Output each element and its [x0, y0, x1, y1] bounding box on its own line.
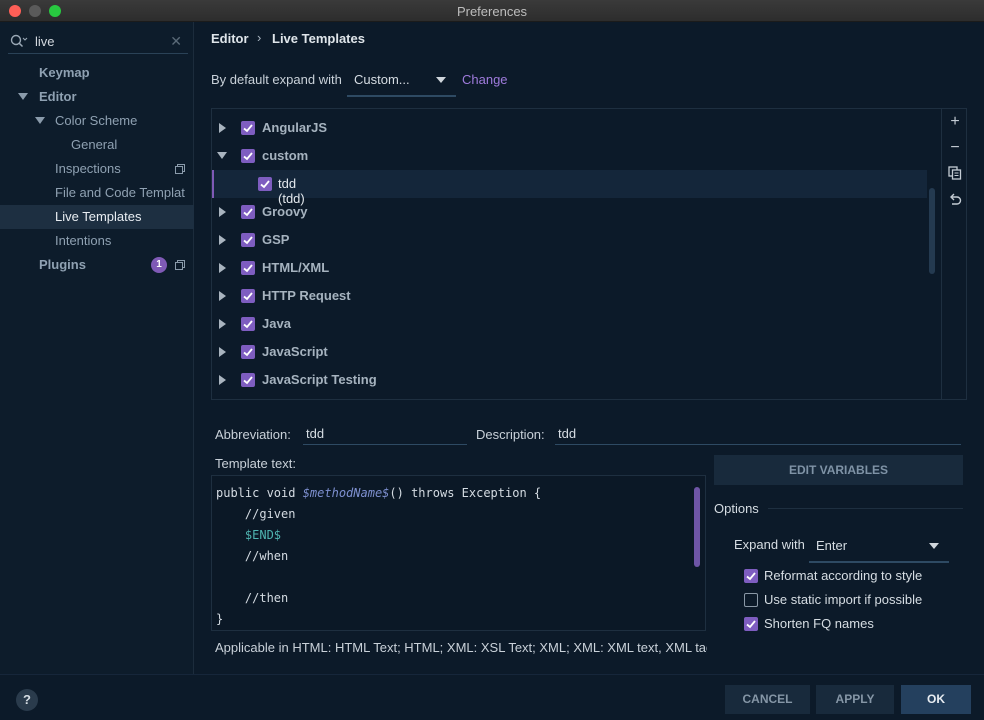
tree-group-javascript-testing[interactable]: JavaScript Testing	[212, 366, 927, 394]
title-bar: Preferences	[0, 0, 984, 22]
checkbox-tdd[interactable]	[258, 177, 272, 191]
default-expand-label: By default expand with	[211, 72, 342, 87]
sidebar-item-live-templates[interactable]: Live Templates	[0, 205, 194, 229]
search-icon	[10, 34, 28, 48]
applicable-contexts[interactable]: Applicable in HTML: HTML Text; HTML; XML…	[215, 640, 707, 655]
tree-group-custom[interactable]: custom	[212, 142, 927, 170]
sidebar-item-editor[interactable]: Editor	[0, 85, 194, 109]
plugins-badge: 1	[151, 257, 167, 273]
template-text-editor[interactable]: public void $methodName$() throws Except…	[211, 475, 706, 631]
expand-arrow-icon[interactable]	[219, 235, 226, 245]
tree-group-groovy[interactable]: Groovy	[212, 198, 927, 226]
tree-group-gsp[interactable]: GSP	[212, 226, 927, 254]
zoom-window-button[interactable]	[49, 5, 61, 17]
cancel-button[interactable]: CANCEL	[725, 685, 810, 714]
sidebar-item-keymap[interactable]: Keymap	[39, 65, 90, 80]
expand-arrow-icon[interactable]	[18, 93, 28, 100]
footer-divider	[0, 674, 984, 675]
revert-icon[interactable]	[948, 192, 962, 206]
description-field[interactable]: tdd	[555, 423, 961, 445]
expand-with-select[interactable]: Enter	[809, 532, 949, 563]
expand-with-label: Expand with	[734, 537, 805, 552]
minimize-window-button[interactable]	[29, 5, 41, 17]
add-icon[interactable]: +	[950, 113, 960, 130]
checkbox-javascript[interactable]	[241, 345, 255, 359]
template-tree: AngularJS custom tdd (tdd) Groovy GSP HT…	[211, 108, 967, 400]
description-label: Description:	[476, 427, 545, 442]
sidebar-item-file-and-code-templates[interactable]: File and Code Templat	[55, 185, 185, 200]
checkbox-shorten-fq[interactable]	[744, 617, 758, 631]
sidebar-item-plugins[interactable]: Plugins 1	[0, 253, 194, 277]
expand-arrow-icon[interactable]	[219, 291, 226, 301]
change-link[interactable]: Change	[462, 72, 508, 87]
copy-icon[interactable]	[948, 166, 962, 180]
options-title: Options	[714, 501, 759, 516]
project-settings-icon	[175, 164, 185, 174]
apply-button[interactable]: APPLY	[816, 685, 894, 714]
window-title: Preferences	[456, 4, 528, 19]
collapse-arrow-icon[interactable]	[217, 152, 227, 159]
default-expand-select[interactable]: Custom...	[347, 66, 456, 97]
expand-arrow-icon[interactable]	[219, 375, 226, 385]
edit-variables-button[interactable]: EDIT VARIABLES	[714, 455, 963, 485]
checkbox-html-xml[interactable]	[241, 261, 255, 275]
tree-group-javascript[interactable]: JavaScript	[212, 338, 927, 366]
abbreviation-field[interactable]: tdd	[303, 423, 467, 445]
editor-scrollbar[interactable]	[694, 487, 700, 567]
dropdown-caret-icon	[436, 77, 446, 83]
checkbox-angularjs[interactable]	[241, 121, 255, 135]
checkbox-gsp[interactable]	[241, 233, 255, 247]
expand-arrow-icon[interactable]	[219, 123, 226, 133]
checkbox-reformat[interactable]	[744, 569, 758, 583]
dropdown-caret-icon	[929, 543, 939, 549]
sidebar-item-general[interactable]: General	[71, 137, 118, 152]
tree-group-java[interactable]: Java	[212, 310, 927, 338]
help-button[interactable]: ?	[16, 689, 38, 711]
tree-scrollbar[interactable]	[929, 188, 935, 274]
search-input[interactable]: live	[35, 34, 55, 49]
project-settings-icon	[175, 260, 185, 270]
clear-search-icon[interactable]: ✕	[170, 33, 182, 49]
abbreviation-label: Abbreviation:	[215, 427, 291, 442]
ok-button[interactable]: OK	[901, 685, 971, 714]
sidebar-item-color-scheme[interactable]: Color Scheme	[0, 109, 194, 133]
tree-toolbar: + −	[941, 108, 967, 400]
sidebar-item-inspections[interactable]: Inspections	[0, 157, 194, 181]
breadcrumb-live-templates: Live Templates	[272, 31, 365, 46]
tree-item-tdd[interactable]: tdd (tdd)	[212, 170, 927, 206]
checkbox-java[interactable]	[241, 317, 255, 331]
tree-group-http-request[interactable]: HTTP Request	[212, 282, 927, 310]
expand-arrow-icon[interactable]	[219, 263, 226, 273]
expand-arrow-icon[interactable]	[219, 207, 226, 217]
search-field[interactable]: live ✕	[8, 30, 188, 54]
template-text-label: Template text:	[215, 456, 296, 471]
checkbox-custom[interactable]	[241, 149, 255, 163]
expand-arrow-icon[interactable]	[219, 347, 226, 357]
expand-arrow-icon[interactable]	[219, 319, 226, 329]
checkbox-javascript-testing[interactable]	[241, 373, 255, 387]
remove-icon[interactable]: −	[950, 139, 960, 156]
close-window-button[interactable]	[9, 5, 21, 17]
sidebar	[0, 22, 194, 674]
breadcrumb-separator: ›	[257, 30, 262, 45]
checkbox-groovy[interactable]	[241, 205, 255, 219]
checkbox-static-import[interactable]	[744, 593, 758, 607]
expand-arrow-icon[interactable]	[35, 117, 45, 124]
checkbox-http-request[interactable]	[241, 289, 255, 303]
sidebar-item-intentions[interactable]: Intentions	[55, 233, 112, 248]
breadcrumb-editor[interactable]: Editor	[211, 31, 249, 46]
tree-group-html-xml[interactable]: HTML/XML	[212, 254, 927, 282]
options-divider	[768, 508, 963, 509]
tree-group-angularjs[interactable]: AngularJS	[212, 114, 927, 142]
